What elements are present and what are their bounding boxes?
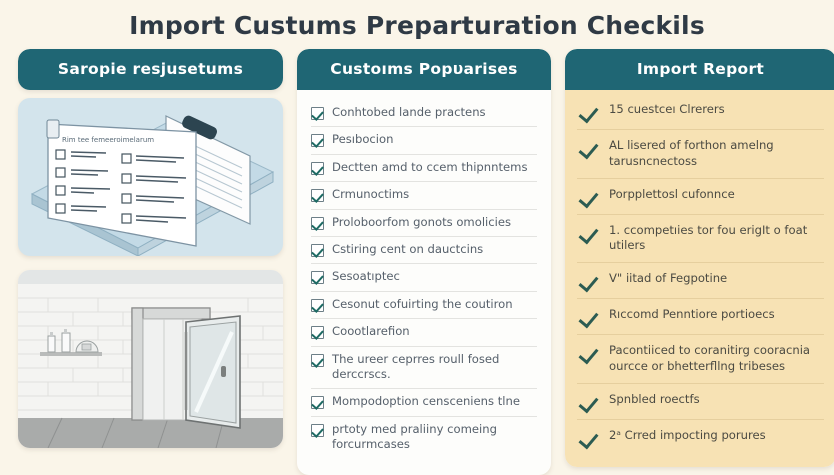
middle-column: Custoıms Popυarises Conhtobed lande prac…: [297, 49, 551, 475]
checkbox-checked-icon[interactable]: [311, 161, 324, 175]
list-item[interactable]: Cesonut cofuirting the coutiron: [311, 292, 537, 320]
checkbox-checked-icon[interactable]: [311, 216, 324, 230]
checkbox-checked-icon[interactable]: [311, 396, 324, 410]
list-item-label: Pacontiiced to coranitirg cooracnia ourc…: [609, 343, 811, 373]
check-icon: [579, 430, 599, 447]
list-item-label: Mompodoption censceniens tlne: [332, 394, 520, 409]
list-item[interactable]: Cstiring cent on dauctcins: [311, 237, 537, 265]
checkbox-checked-icon[interactable]: [311, 326, 324, 340]
list-item[interactable]: Sesoatıptec: [311, 264, 537, 292]
left-panel-header: Saropie resjusetums: [18, 49, 283, 90]
list-item-label: 1. ccompetıies tor fou erigIt o foat uti…: [609, 222, 808, 253]
svg-text:Rim tee femeeroimelarum: Rim tee femeeroimelarum: [62, 136, 154, 144]
check-icon: [579, 140, 599, 157]
list-item-label: Coootlarefion: [332, 324, 410, 339]
list-item[interactable]: prtoty med praliiny comeing forcurmcases: [311, 417, 537, 459]
list-item[interactable]: 15 cuestceı Clrerers: [577, 94, 824, 130]
middle-panel-header: Custoıms Popυarises: [297, 49, 551, 90]
list-item-label: Rıccomd Penntiore portioecs: [609, 307, 775, 322]
list-item-label: prtoty med praliiny comeing forcurmcases: [332, 421, 497, 452]
list-item[interactable]: Pacontiiced to coranitirg cooracnia ourc…: [577, 335, 824, 384]
left-column: Saropie resjusetums Rim tee femee: [18, 49, 283, 448]
left-panel: Saropie resjusetums: [18, 49, 283, 90]
list-item-label: The ureer ceprres roull fosed derccrscs.: [332, 351, 500, 382]
list-item[interactable]: Rıccomd Penntiore portioecs: [577, 299, 824, 336]
middle-panel: Custoıms Popυarises Conhtobed lande prac…: [297, 49, 551, 475]
list-item[interactable]: Crmunoctims: [311, 182, 537, 210]
list-item[interactable]: V" iitad of Fegpotine: [577, 263, 824, 300]
list-item-label: Porpplettosl cufonnce: [609, 186, 735, 201]
checkbox-checked-icon[interactable]: [311, 107, 324, 120]
list-item[interactable]: Proloboorfom gonots omolicies: [311, 210, 537, 238]
list-item-label: Pesıbocion: [332, 132, 394, 147]
checkbox-checked-icon[interactable]: [311, 244, 324, 258]
checkbox-checked-icon[interactable]: [311, 134, 324, 148]
open-door-svg: [18, 270, 283, 448]
list-item[interactable]: AL lisered of forthon amelng tarusncnect…: [577, 130, 824, 179]
list-item[interactable]: Pesıbocion: [311, 127, 537, 155]
list-item-label: Dectten amd to ccem thipnntems: [332, 159, 528, 174]
list-item-label: Sesoatıptec: [332, 269, 400, 284]
list-item-label: Conhtobed lande practens: [332, 105, 486, 119]
right-column: Import Report 15 cuestceı Clrerers AL li…: [565, 49, 834, 467]
list-item[interactable]: Dectten amd to ccem thipnntems: [311, 155, 537, 183]
list-item[interactable]: 1. ccompetıies tor fou erigIt o foat uti…: [577, 215, 824, 264]
check-icon: [579, 394, 599, 411]
list-item[interactable]: The ureer ceprres roull fosed derccrscs.: [311, 347, 537, 390]
list-item-label: V" iitad of Fegpotine: [609, 271, 728, 286]
list-item-label: Cstiring cent on dauctcins: [332, 242, 484, 257]
checkbox-checked-icon[interactable]: [311, 189, 324, 203]
list-item-label: 2ᵃ Crred impocting porures: [609, 427, 766, 442]
clipboard-checklist-svg: Rim tee femeeroimelarum: [30, 115, 275, 256]
import-report-list: 15 cuestceı Clrerers AL lisered of forth…: [565, 90, 834, 467]
list-item-label: Spnbled roectfs: [609, 391, 700, 406]
list-item[interactable]: Spnbled roectfs: [577, 384, 824, 420]
list-item[interactable]: Coootlarefion: [311, 319, 537, 347]
list-item[interactable]: 2ᵃ Crred impocting porures: [577, 420, 824, 455]
columns-container: Saropie resjusetums Rim tee femee: [0, 49, 834, 475]
check-icon: [579, 104, 599, 121]
list-item-label: Cesonut cofuirting the coutiron: [332, 296, 513, 311]
checkbox-checked-icon[interactable]: [311, 298, 324, 312]
list-item-label: 15 cuestceı Clrerers: [609, 102, 725, 116]
check-icon: [579, 273, 599, 290]
list-item-label: AL lisered of forthon amelng tarusncnect…: [609, 138, 774, 168]
checkbox-checked-icon[interactable]: [311, 353, 324, 367]
right-panel-header: Import Report: [565, 49, 834, 90]
list-item[interactable]: Mompodoption censceniens tlne: [311, 389, 537, 417]
page-title: Import Custums Preparturation Checkils: [129, 11, 705, 40]
check-icon: [579, 225, 599, 242]
clipboard-checklist-illustration: Rim tee femeeroimelarum: [18, 98, 283, 256]
checkbox-checked-icon[interactable]: [311, 271, 324, 285]
checkbox-checked-icon[interactable]: [311, 423, 324, 437]
check-icon: [579, 345, 599, 362]
list-item[interactable]: Conhtobed lande practens: [311, 100, 537, 128]
middle-checklist: Conhtobed lande practens Pesıbocion Dect…: [297, 90, 551, 475]
list-item-label: Crmunoctims: [332, 187, 410, 202]
check-icon: [579, 189, 599, 206]
check-icon: [579, 309, 599, 326]
list-item-label: Proloboorfom gonots omolicies: [332, 214, 512, 229]
right-panel: Import Report 15 cuestceı Clrerers AL li…: [565, 49, 834, 467]
list-item[interactable]: Porpplettosl cufonnce: [577, 179, 824, 215]
open-door-illustration: [18, 270, 283, 448]
